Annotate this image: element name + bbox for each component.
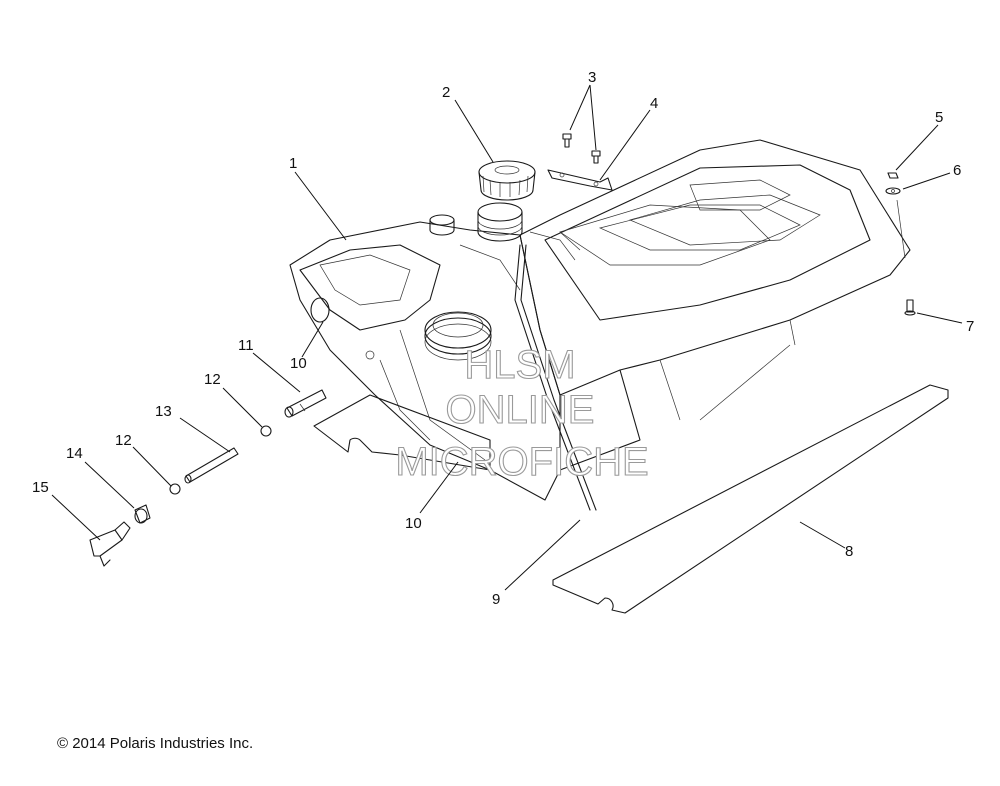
callout-10-upper: 10 xyxy=(290,355,307,372)
copyright-notice: © 2014 Polaris Industries Inc. xyxy=(57,735,254,752)
leader-5 xyxy=(895,124,939,171)
callout-3: 3 xyxy=(588,69,596,86)
callout-13: 13 xyxy=(155,403,172,420)
leader-12a xyxy=(222,387,263,428)
leader-10a xyxy=(301,321,324,358)
leader-3 xyxy=(569,84,597,151)
callout-1: 1 xyxy=(289,155,297,172)
bolt-pair xyxy=(562,133,601,164)
fuel-cap xyxy=(478,160,536,201)
callout-2: 2 xyxy=(442,84,450,101)
leader-7 xyxy=(916,312,963,324)
watermark-line3: MICROFICHE xyxy=(395,440,648,484)
fuel-fitting xyxy=(284,389,327,418)
callout-6: 6 xyxy=(953,162,961,179)
callout-11: 11 xyxy=(238,337,254,354)
leader-12b xyxy=(132,446,172,487)
callout-9: 9 xyxy=(492,591,500,608)
heat-shield-pad xyxy=(552,384,949,614)
callout-7: 7 xyxy=(966,318,974,335)
leader-1 xyxy=(294,171,347,241)
leader-13 xyxy=(179,417,231,453)
leader-lines xyxy=(51,84,963,591)
leader-15 xyxy=(51,494,101,541)
hose-clamp-lower xyxy=(169,483,181,495)
callouts: 1 2 3 4 5 6 7 8 9 10 10 11 12 12 13 14 1… xyxy=(32,69,974,608)
callout-12-lower: 12 xyxy=(115,432,132,449)
quick-connector xyxy=(134,504,151,524)
callout-12-upper: 12 xyxy=(204,371,221,388)
watermark: HLSM ONLINE MICROFICHE xyxy=(395,342,649,484)
callout-5: 5 xyxy=(935,109,943,126)
leader-6 xyxy=(902,172,951,190)
fuel-tank xyxy=(289,202,597,511)
leader-2 xyxy=(454,99,494,163)
hose-clamp-upper xyxy=(260,425,272,437)
leader-8 xyxy=(799,521,846,549)
nut-washer-bolt xyxy=(885,172,916,316)
watermark-line2: ONLINE xyxy=(446,388,595,432)
leader-9 xyxy=(504,519,581,591)
callout-4: 4 xyxy=(650,95,658,112)
callout-14: 14 xyxy=(66,445,83,462)
elbow-fitting xyxy=(89,521,131,567)
callout-8: 8 xyxy=(845,543,853,560)
watermark-line1: HLSM xyxy=(464,343,575,387)
callout-15: 15 xyxy=(32,479,49,496)
leader-4 xyxy=(599,109,651,181)
leader-10b xyxy=(419,461,459,514)
leader-11 xyxy=(252,352,301,393)
lower-pad xyxy=(313,394,491,471)
callout-10-lower: 10 xyxy=(405,515,422,532)
leader-14 xyxy=(84,461,135,509)
mounting-bracket xyxy=(547,169,613,191)
fuel-hose xyxy=(184,447,239,484)
